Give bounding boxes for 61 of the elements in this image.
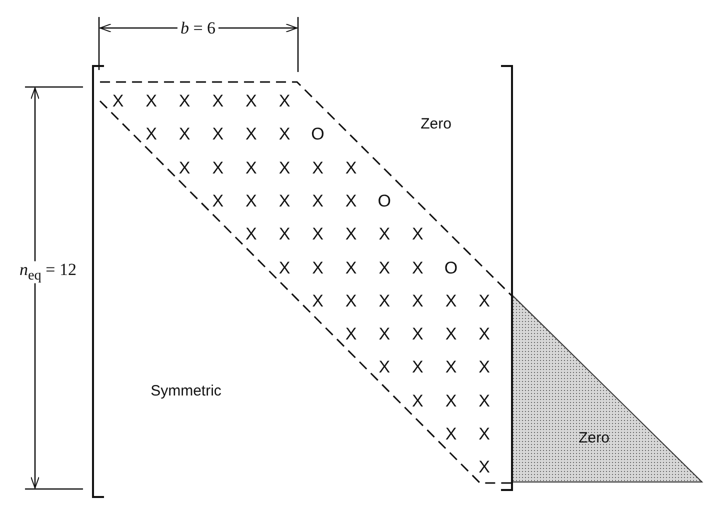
matrix-entry: X <box>146 92 157 110</box>
matrix-entry: X <box>212 92 224 110</box>
matrix-entry: X <box>378 226 390 243</box>
matrix-entry: X <box>445 326 457 343</box>
matrix-entry: X <box>478 392 490 410</box>
matrix-entry: X <box>278 259 290 276</box>
matrix-entry: X <box>345 159 357 176</box>
matrix-entry: X <box>478 326 490 343</box>
matrix-entry: X <box>212 126 224 143</box>
matrix-entry: X <box>278 126 290 143</box>
matrix-entry: X <box>345 326 357 343</box>
matrix-entry: X <box>212 192 224 210</box>
matrix-entry: X <box>345 259 357 276</box>
matrix-entry: X <box>246 226 257 243</box>
matrix-entry: X <box>312 259 324 276</box>
region-label: Zero <box>578 430 610 446</box>
matrix-entry: X <box>478 458 490 476</box>
matrix-entry: X <box>378 358 390 376</box>
matrix-entry: O <box>444 259 458 276</box>
matrix-entry: X <box>312 159 324 176</box>
matrix-entry: X <box>345 192 357 210</box>
matrix-entry: X <box>412 358 424 376</box>
matrix-entry: X <box>378 292 390 310</box>
matrix-entry: X <box>246 92 257 110</box>
matrix-entry: X <box>278 226 290 243</box>
matrix-entry: X <box>278 192 290 210</box>
matrix-entry: X <box>345 292 357 310</box>
matrix-entry: X <box>212 159 224 176</box>
matrix-entry: X <box>412 392 424 410</box>
matrix-entry: X <box>378 259 390 276</box>
matrix-entry: X <box>445 292 457 310</box>
matrix-entry: X <box>412 226 424 243</box>
matrix-entry: X <box>278 92 290 110</box>
region-label: Zero <box>420 116 452 132</box>
matrix-entry: X <box>445 426 457 442</box>
matrix-entry: X <box>278 159 290 176</box>
matrix-entry: X <box>112 92 124 110</box>
matrix-entry: X <box>178 92 190 110</box>
matrix-entry: X <box>312 192 324 210</box>
matrix-entry: O <box>311 126 324 143</box>
matrix-entry: X <box>412 292 424 310</box>
matrix-entry: X <box>478 292 490 310</box>
matrix-entry: X <box>445 392 457 410</box>
matrix-entry: X <box>178 159 190 176</box>
matrix-entry: X <box>412 259 424 276</box>
matrix-entry: X <box>478 358 490 376</box>
matrix-entry: X <box>478 426 490 442</box>
region-label: Symmetric <box>150 384 222 398</box>
matrix-entry: X <box>178 126 190 143</box>
matrix-entry: X <box>412 326 424 343</box>
matrix-entry: X <box>312 226 324 243</box>
matrix-entry: X <box>312 292 324 310</box>
matrix-entry: O <box>378 192 391 210</box>
dimension-label: b = 6 <box>177 20 219 36</box>
matrix-entry: X <box>146 126 157 143</box>
matrix-entry: X <box>246 126 257 143</box>
matrix-entry: X <box>246 192 257 210</box>
matrix-entry: X <box>246 159 257 176</box>
matrix-entry: X <box>378 326 390 343</box>
matrix-entry: X <box>345 226 357 243</box>
matrix-entry: X <box>445 358 457 376</box>
